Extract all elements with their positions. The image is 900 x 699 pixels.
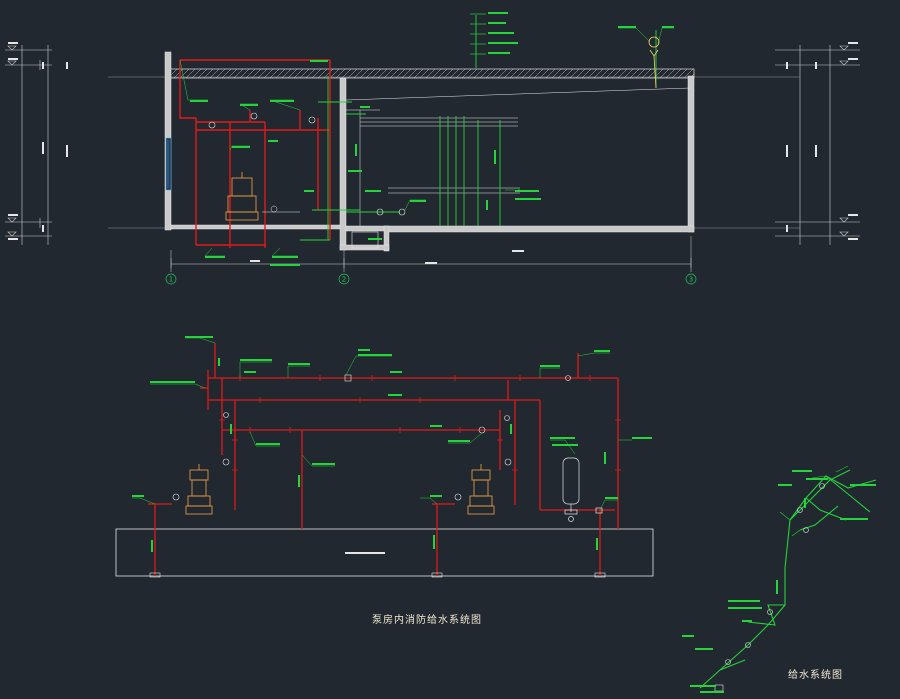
window xyxy=(165,137,172,191)
supply-pipes-thin xyxy=(779,465,849,537)
axis-label-1: 1 xyxy=(169,276,173,284)
pool-outline xyxy=(115,528,654,577)
pool-note xyxy=(345,552,385,554)
section-vent-stack xyxy=(470,13,486,55)
section-gauges xyxy=(208,112,406,216)
section-pump-ground xyxy=(262,205,300,213)
right-elevation-scale xyxy=(775,45,860,245)
axis-label-3: 3 xyxy=(689,276,693,284)
pump-gauges xyxy=(172,374,571,501)
supply-system-title: 给水系统图 xyxy=(788,670,843,681)
right-elevation-labels xyxy=(786,42,858,240)
tank-interior-lines xyxy=(345,87,691,226)
roof-slab xyxy=(165,68,695,79)
supply-leader-notes xyxy=(682,470,876,693)
bottom-dimension-line xyxy=(170,236,692,272)
fire-pump-left xyxy=(185,464,213,515)
supply-pipes xyxy=(699,469,877,689)
air-vent-icon xyxy=(648,36,660,89)
section-leader-notes xyxy=(190,12,674,266)
left-elevation-scale xyxy=(5,45,52,245)
fire-system-diagram xyxy=(115,336,654,578)
structure-walls xyxy=(164,51,695,252)
section-supply-pipes xyxy=(300,15,657,241)
fire-system-leader-notes xyxy=(132,336,652,552)
section-leader-lines xyxy=(179,27,674,257)
supply-system-diagram xyxy=(682,465,877,693)
bottom-dimension-text xyxy=(250,250,524,264)
section-pump xyxy=(225,172,259,221)
left-elevation-labels xyxy=(8,42,68,240)
fire-system-pipes xyxy=(148,343,619,576)
pump-room-system-title: 泵房内消防给水系统图 xyxy=(372,615,482,626)
pool-connectors xyxy=(149,572,606,578)
fire-system-valves xyxy=(219,375,621,471)
axis-bubbles xyxy=(165,273,697,285)
axis-label-2: 2 xyxy=(342,276,346,284)
fire-system-leader-lines xyxy=(132,337,632,511)
fire-pump-right xyxy=(467,464,495,515)
pressure-tank xyxy=(562,457,603,522)
section-view: 1 2 3 xyxy=(5,12,860,285)
